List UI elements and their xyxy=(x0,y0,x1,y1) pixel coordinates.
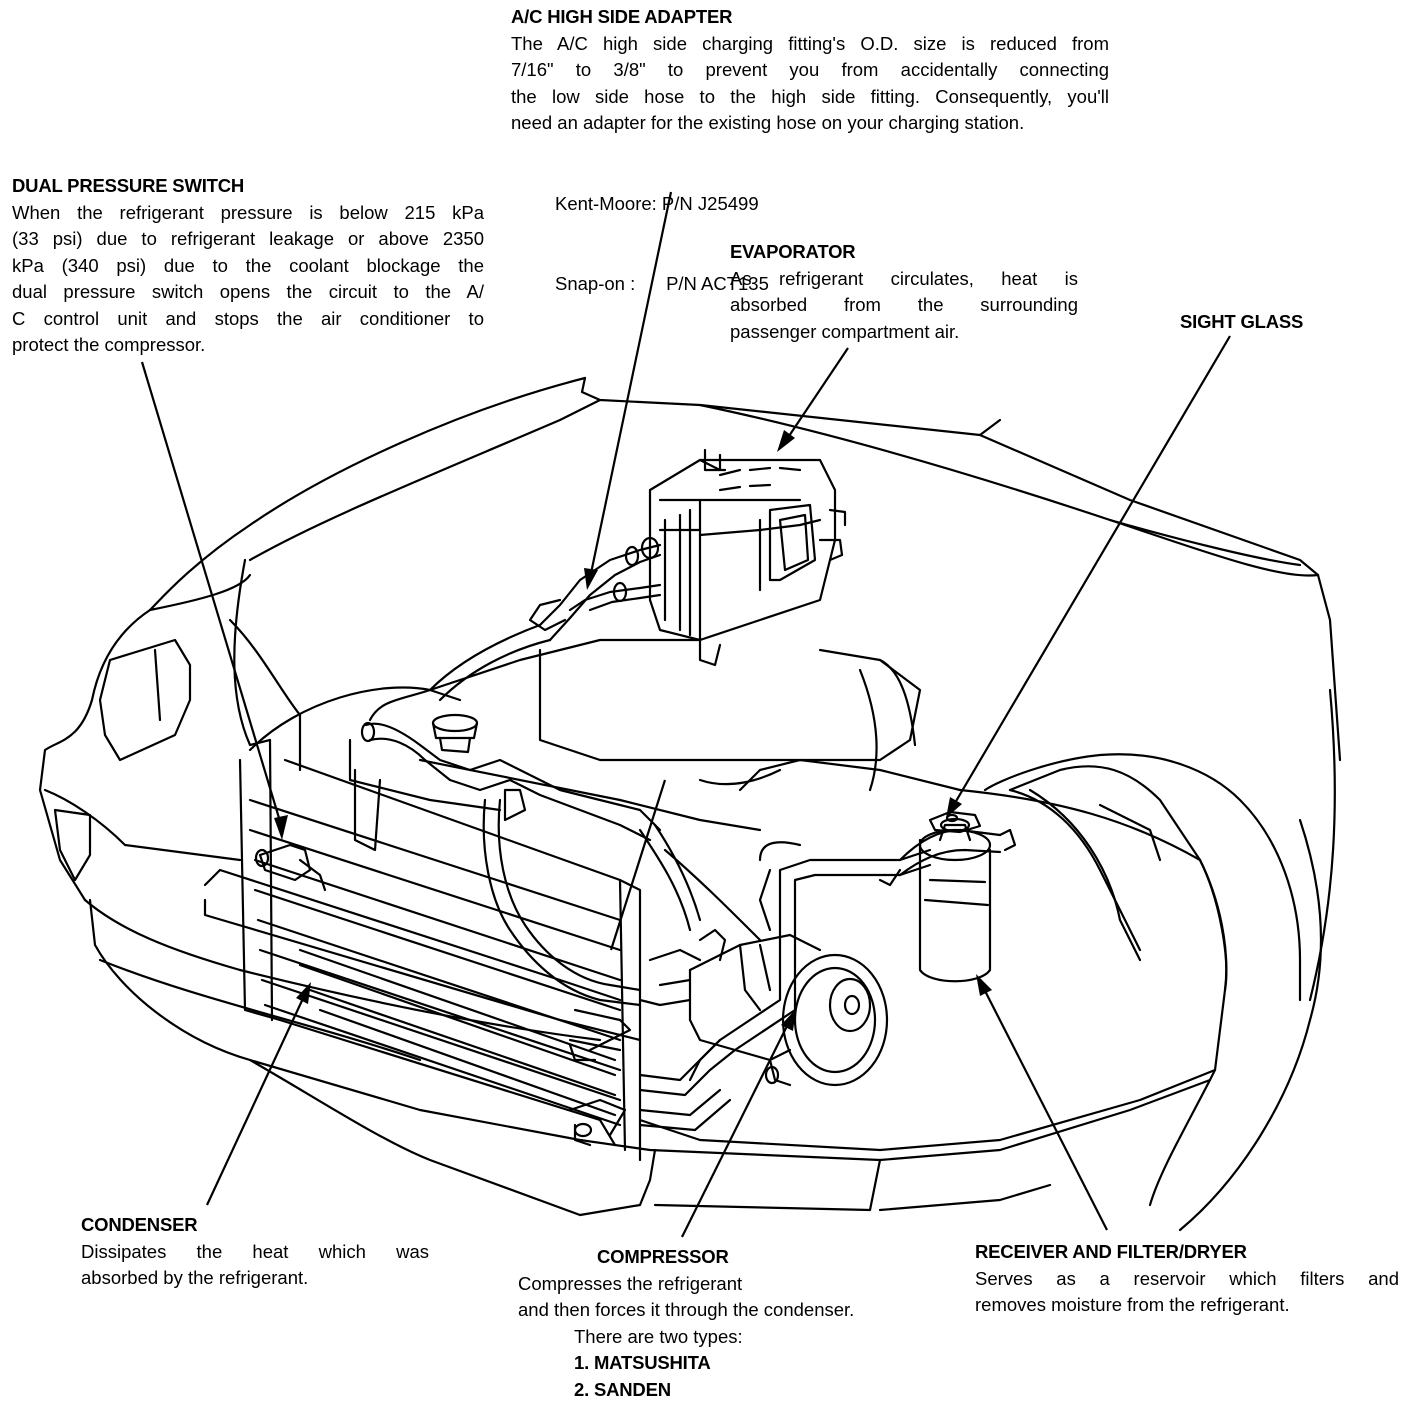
dual-pressure-switch-line: C control unit and stops the air conditi… xyxy=(12,307,484,329)
callout-condenser: CONDENSER Dissipates the heat which was … xyxy=(81,1212,429,1292)
leader-lines xyxy=(140,191,1231,1238)
right-headlight xyxy=(1028,788,1162,962)
arrow-condenser xyxy=(296,982,311,1004)
car-body xyxy=(38,376,1342,1232)
arrow-compressor xyxy=(781,1009,796,1031)
compressor-types-intro: There are two types: xyxy=(574,1325,743,1347)
arrow-evaporator xyxy=(777,430,795,452)
compressor-hoses xyxy=(482,788,762,1147)
arrow-receiver xyxy=(976,974,992,996)
condenser-core xyxy=(203,738,642,1162)
compressor-title: COMPRESSOR xyxy=(597,1246,729,1267)
ac-high-side-adapter-line: the low side hose to the high side fitti… xyxy=(511,85,1109,107)
ac-high-side-adapter-part xyxy=(368,536,662,722)
leader-condenser xyxy=(206,991,307,1206)
engine-bay xyxy=(248,638,962,832)
evaporator-line: passenger compartment air. xyxy=(730,320,960,342)
condenser-line: absorbed by the refrigerant. xyxy=(81,1267,309,1288)
leader-sight-glass xyxy=(951,335,1231,809)
receiver-dryer-line: removes moisture from the refrigerant. xyxy=(975,1294,1290,1315)
evaporator-line: absorbed from the surrounding xyxy=(730,294,1078,315)
callout-dual-pressure-switch: DUAL PRESSURE SWITCH When the refrigeran… xyxy=(12,173,484,359)
evaporator-part xyxy=(648,448,847,667)
ac-high-side-adapter-line: 7/16" to 3/8" to prevent you from accide… xyxy=(511,59,1109,80)
callout-evaporator: EVAPORATOR As refrigerant circulates, he… xyxy=(730,239,1078,345)
ac-high-side-adapter-line: The A/C high side charging fitting's O.D… xyxy=(511,32,1109,54)
dual-pressure-switch-line: dual pressure switch opens the circuit t… xyxy=(12,281,484,302)
dual-pressure-switch-line: protect the compressor. xyxy=(12,334,206,355)
evaporator-line: As refrigerant circulates, heat is xyxy=(730,267,1078,289)
adapter-part-numbers: Kent-Moore: P/N J25499 Snap-on : P/N ACT… xyxy=(555,138,855,350)
leader-dual-pressure-switch xyxy=(140,361,284,829)
leader-receiver xyxy=(981,984,1108,1231)
receiver-dryer-title: RECEIVER AND FILTER/DRYER xyxy=(975,1241,1247,1262)
receiver-dryer-part xyxy=(918,810,1017,983)
discharge-lines xyxy=(638,828,1002,1132)
leader-ac-high-side-adapter xyxy=(588,191,673,579)
ac-high-side-adapter-title: A/C HIGH SIDE ADAPTER xyxy=(511,6,733,27)
compressor-type-item: 1. MATSUSHITA xyxy=(574,1352,711,1373)
leader-evaporator-hose xyxy=(609,779,667,951)
leader-compressor xyxy=(681,1019,791,1238)
compressor-line: Compresses the refrigerant xyxy=(518,1272,743,1294)
callout-ac-high-side-adapter: A/C HIGH SIDE ADAPTER The A/C high side … xyxy=(511,4,1109,137)
arrow-dual-pressure-switch xyxy=(274,815,288,840)
leader-evaporator xyxy=(784,347,849,443)
ac-high-side-adapter-line: need an adapter for the existing hose on… xyxy=(511,112,1025,133)
callout-compressor: COMPRESSOR Compresses the refrigerant an… xyxy=(518,1244,938,1403)
condenser-line: Dissipates the heat which was xyxy=(81,1240,429,1262)
part-number-snap-on: Snap-on : P/N ACT135 xyxy=(555,272,769,294)
arrow-sight-glass xyxy=(946,797,962,818)
evaporator-title: EVAPORATOR xyxy=(730,241,856,262)
arrow-ac-high-side-adapter xyxy=(584,568,598,590)
dual-pressure-switch-part xyxy=(254,843,327,892)
dual-pressure-switch-line: (33 psi) due to refrigerant leakage or a… xyxy=(12,228,484,249)
compressor-line: and then forces it through the condenser… xyxy=(518,1299,855,1320)
compressor-type-item: 2. SANDEN xyxy=(574,1378,671,1400)
dual-pressure-switch-line: kPa (340 psi) due to the coolant blockag… xyxy=(12,254,484,276)
dual-pressure-switch-line: When the refrigerant pressure is below 2… xyxy=(12,201,484,223)
sight-glass-title: SIGHT GLASS xyxy=(1180,311,1304,332)
receiver-dryer-line: Serves as a reservoir which filters and xyxy=(975,1267,1399,1289)
part-number-kent-moore: Kent-Moore: P/N J25499 xyxy=(555,193,759,214)
callout-sight-glass: SIGHT GLASS xyxy=(1180,309,1360,336)
radiator-top xyxy=(360,713,662,842)
condenser-title: CONDENSER xyxy=(81,1214,198,1235)
callout-receiver-dryer: RECEIVER AND FILTER/DRYER Serves as a re… xyxy=(975,1239,1399,1319)
dual-pressure-switch-title: DUAL PRESSURE SWITCH xyxy=(12,175,245,196)
